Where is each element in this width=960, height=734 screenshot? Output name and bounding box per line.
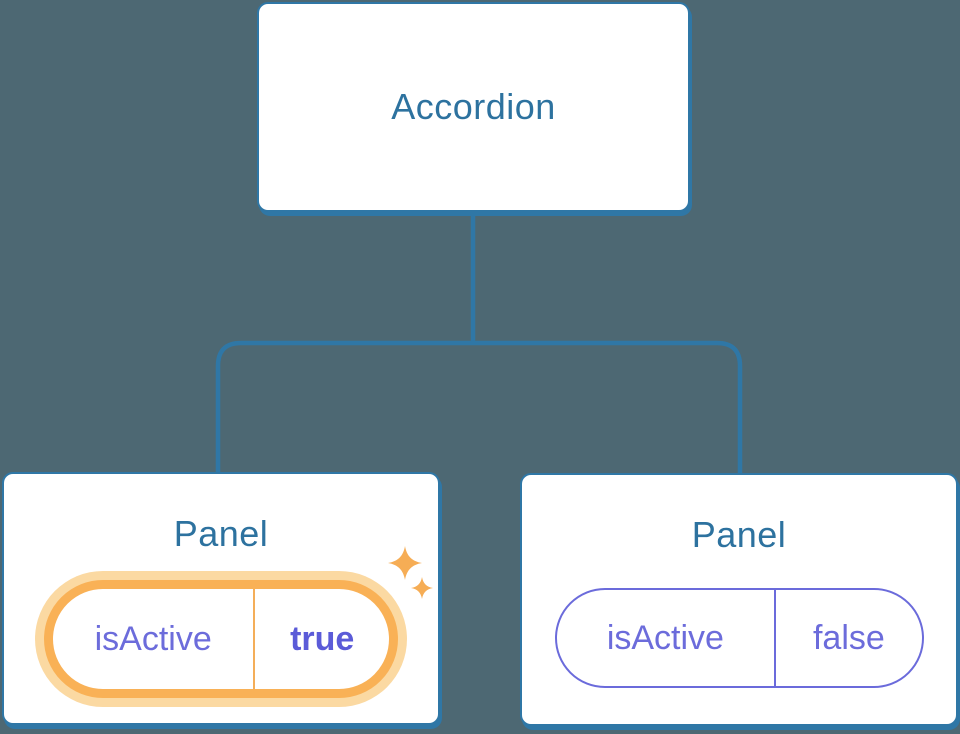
prop-name-label: isActive	[606, 618, 724, 657]
prop-name-label: isActive	[94, 619, 212, 658]
pill-divider	[253, 589, 256, 690]
prop-name-cell: isActive	[557, 590, 775, 686]
prop-value-label: true	[290, 619, 355, 658]
state-pill-plain: isActive false	[554, 588, 924, 689]
panel-title: Panel	[173, 513, 269, 554]
prop-name-cell: isActive	[53, 589, 253, 689]
state-pill-highlighted: isActive true	[44, 580, 398, 699]
sparkle-small-icon	[411, 577, 433, 599]
sparkle-large-icon	[388, 546, 422, 580]
panel-node-inactive: Panel isActive false	[520, 473, 958, 726]
accordion-label: Accordion	[391, 86, 556, 127]
accordion-node: Accordion	[257, 2, 690, 212]
prop-value-label: false	[812, 618, 885, 657]
panel-node-active: Panel isActive true	[2, 472, 440, 725]
panel-title: Panel	[691, 514, 787, 555]
pill-divider	[774, 590, 777, 687]
prop-value-cell: false	[776, 590, 921, 686]
prop-value-cell: true	[255, 589, 389, 689]
